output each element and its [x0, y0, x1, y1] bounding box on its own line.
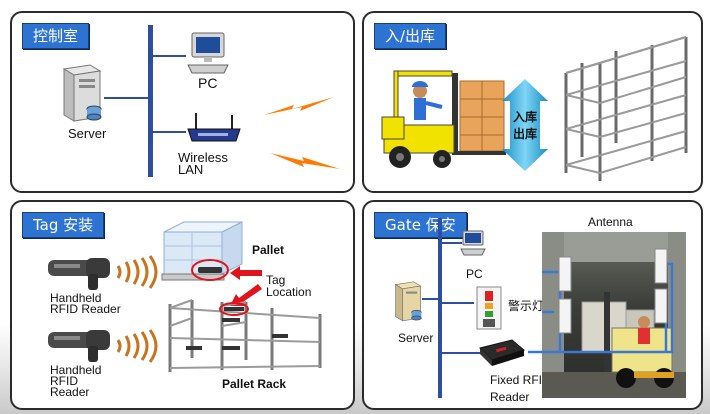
fixed-reader-label-line2: Reader [490, 390, 530, 404]
pallet-image [161, 221, 243, 281]
reader2-label-line1: Handheld [50, 363, 102, 377]
link-server [104, 97, 150, 99]
inbound-label: 入库 [513, 110, 538, 124]
lightning-icon [270, 153, 340, 169]
link-pc [440, 242, 462, 244]
forklift-with-boxes-image [381, 70, 506, 168]
red-arrow-icon [230, 266, 262, 280]
panel-title: Gate 保安 [374, 212, 467, 238]
panel-title: 控制室 [22, 23, 90, 49]
forklift-in-gate-image [542, 232, 686, 398]
wireless-label-line2: LAN [178, 162, 204, 177]
server-label: Server [68, 126, 107, 141]
lightning-icon [264, 97, 334, 115]
tag-location-label-line2: Location [266, 285, 312, 299]
handheld-reader-icon [48, 258, 110, 290]
pc-icon [187, 32, 229, 74]
fixed-reader-icon [479, 339, 526, 366]
antenna-icon [654, 288, 668, 324]
pallet-rack-label: Pallet Rack [222, 377, 287, 391]
alarm-light-icon [476, 286, 502, 330]
outbound-label: 出库 [513, 127, 538, 141]
link-wlan [152, 131, 186, 133]
link-reader [440, 352, 480, 354]
radio-waves-icon [116, 329, 158, 363]
double-arrow-icon [502, 79, 548, 171]
radio-waves-icon [116, 255, 158, 289]
tag-location-label-line1: Tag [266, 273, 286, 287]
panel-title: Tag 安装 [22, 212, 105, 238]
red-arrow-icon [230, 284, 262, 306]
handheld-reader-icon [48, 330, 110, 362]
panel-control-room: 控制室 Server PC Wireless LAN [10, 11, 355, 193]
pc-label: PC [198, 75, 218, 91]
reader2-label-line3: Reader [50, 385, 90, 399]
server-icon [62, 64, 102, 122]
antenna-icon [654, 248, 668, 284]
pallet-label: Pallet [252, 243, 285, 257]
antenna-label: Antenna [588, 215, 633, 229]
fixed-reader-label-line1: Fixed RFID [490, 373, 551, 387]
pc-icon [460, 230, 486, 256]
link-alarm [440, 302, 474, 304]
pc-label: PC [466, 267, 483, 281]
network-backbone [438, 218, 442, 398]
antenna-icon [558, 298, 572, 334]
router-icon [187, 113, 241, 142]
link-server [422, 298, 442, 300]
panel-inout-warehouse: 入/出库 入库 [362, 11, 703, 193]
panel-gate-security: Gate 保安 PC Server 警示灯 Fixed RFID Rea [362, 200, 703, 410]
panel-tag-install: Tag 安装 Handheld RFID Reader Handheld RFI… [10, 200, 355, 410]
storage-rack-image [564, 36, 688, 181]
panel-title: 入/出库 [374, 23, 447, 49]
pallet-rack-image [168, 299, 322, 372]
server-icon [394, 281, 422, 322]
link-pc [152, 55, 186, 57]
server-label: Server [398, 331, 434, 345]
wireless-label-line1: Wireless [178, 150, 228, 165]
reader1-label-line2: RFID Reader [50, 302, 121, 316]
alarm-light-label: 警示灯 [508, 299, 545, 313]
network-backbone [148, 25, 153, 177]
antenna-icon [558, 256, 572, 292]
reader1-label-line1: Handheld [50, 291, 102, 305]
reader2-label-line2: RFID [50, 374, 78, 388]
rfid-tag-icon [191, 259, 229, 281]
